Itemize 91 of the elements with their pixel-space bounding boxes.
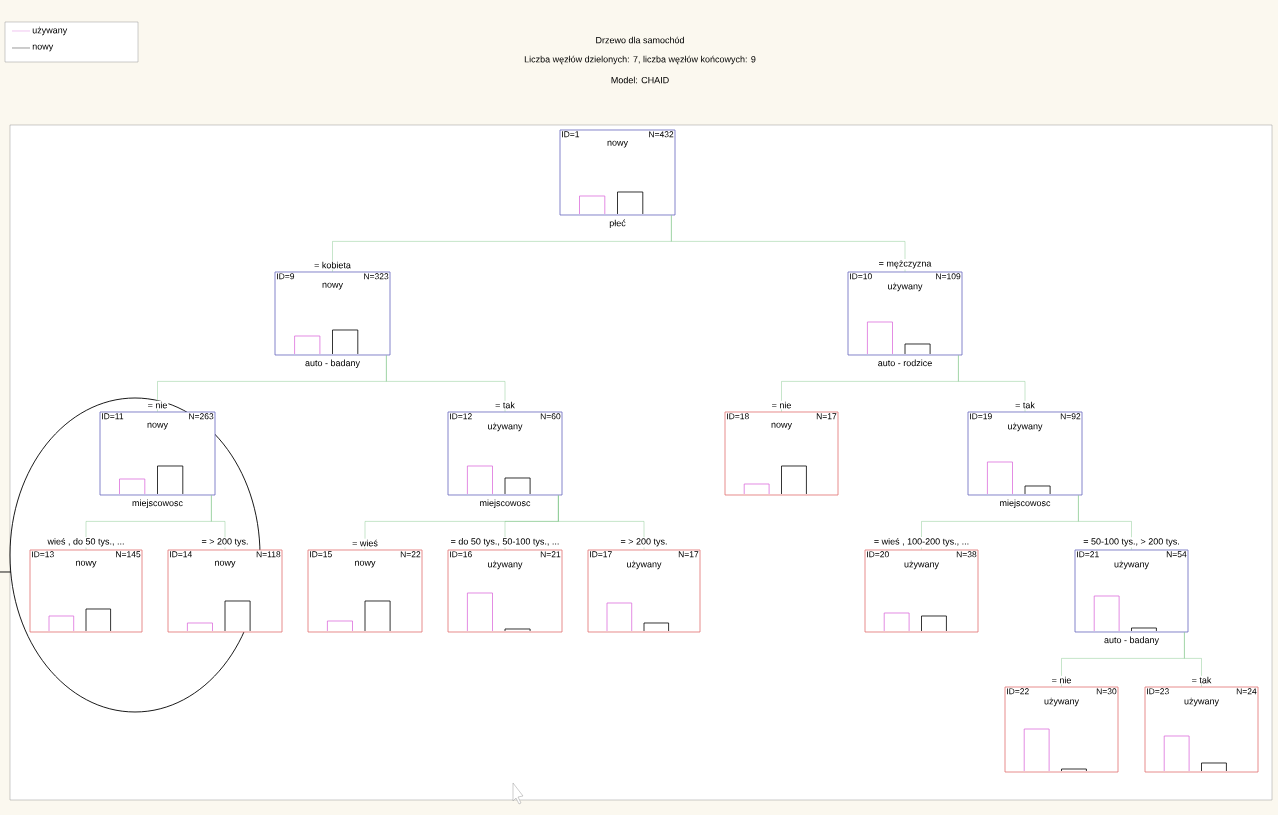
tree-node-box: ID=23 N=24 używany <box>1144 686 1259 773</box>
node-label: nowy <box>147 422 168 430</box>
branch-line <box>1184 632 1202 687</box>
node-label: N=60 <box>540 413 561 420</box>
node-label: ID=21 <box>1077 551 1099 558</box>
node-label: ID=12 <box>450 413 472 420</box>
subtitle: Liczba węzłów dzielonych: 7, liczba węzłów końcowych: 9 <box>524 55 756 65</box>
node-label: używany <box>1114 560 1149 570</box>
split-variable: auto - badany <box>1103 635 1161 646</box>
node-label: nowy <box>355 560 376 568</box>
node-label: nowy <box>771 422 792 430</box>
node-label: używany <box>1008 422 1043 432</box>
tree-node-box: ID=9 N=323 nowy <box>274 271 391 356</box>
tree-node-box: ID=11 N=263 nowy <box>99 411 216 496</box>
edge-label: wieś , do 50 tys., ... <box>46 536 126 548</box>
node-label: ID=9 <box>277 273 295 280</box>
node-label: ID=14 <box>170 551 192 558</box>
subtitle: Model: CHAID <box>611 76 669 84</box>
node-label: nowy <box>76 560 97 568</box>
branch-line <box>671 215 906 272</box>
tree-node-box: ID=18 N=17 nowy <box>724 411 839 496</box>
branch-line <box>1078 495 1132 550</box>
node-label: N=24 <box>1236 688 1257 695</box>
branch-line <box>558 495 645 550</box>
node-label: N=323 <box>364 273 389 280</box>
node-label: ID=17 <box>590 551 612 558</box>
split-variable: miejscowosc <box>998 498 1052 509</box>
node-label: N=17 <box>816 413 837 420</box>
node-label: N=38 <box>956 551 977 558</box>
node-label: N=22 <box>400 551 421 558</box>
edge-label: = tak <box>1190 675 1213 685</box>
tree-node-box: ID=15 N=22 nowy <box>307 549 423 633</box>
legend-label: nowy <box>32 44 54 52</box>
node-label: używany <box>488 560 523 570</box>
node-label: N=17 <box>678 551 699 558</box>
title: Drzewo dla samochód <box>596 36 684 44</box>
node-label: nowy <box>215 560 236 568</box>
edge-label: = nie <box>770 400 793 410</box>
split-variable: miejscowosc <box>478 498 532 509</box>
node-label: N=54 <box>1166 551 1187 558</box>
node-label: używany <box>1044 697 1079 707</box>
node-label: używany <box>488 422 523 432</box>
node-label: N=30 <box>1096 688 1117 695</box>
node-label: N=432 <box>649 131 674 138</box>
node-label: N=145 <box>116 551 141 558</box>
edge-label: = 50-100 tys., > 200 tys. <box>1082 537 1181 548</box>
node-label: używany <box>904 560 939 570</box>
split-variable: auto - badany <box>304 358 361 369</box>
edge-label: = mężczyzna <box>877 259 933 270</box>
node-label: N=109 <box>936 273 961 280</box>
node-label: nowy <box>322 282 343 290</box>
branch-line <box>958 355 1026 412</box>
node-label: ID=13 <box>32 551 54 558</box>
node-label: ID=18 <box>727 413 749 420</box>
edge-label: = nie <box>1050 675 1073 685</box>
node-label: ID=11 <box>102 413 124 420</box>
edge-label: = do 50 tys., 50-100 tys., ... <box>449 537 561 548</box>
tree-node-box: ID=19 N=92 używany <box>967 411 1083 496</box>
node-label: N=21 <box>540 551 561 558</box>
edge-label: = > 200 tys. <box>200 537 250 548</box>
node-label: ID=15 <box>310 551 332 558</box>
node-label: nowy <box>607 140 628 148</box>
node-label: N=263 <box>189 413 214 420</box>
branch-line <box>386 355 506 412</box>
node-label: ID=1 <box>562 131 580 138</box>
node-label: ID=22 <box>1007 688 1029 695</box>
edge-label: = tak <box>1014 400 1036 410</box>
edge-label: = kobieta <box>313 260 352 270</box>
node-label: N=92 <box>1060 413 1081 420</box>
node-label: używany <box>888 282 923 292</box>
tree-node-box: ID=1 N=432 nowy <box>559 129 676 216</box>
node-label: używany <box>1184 697 1219 707</box>
legend-label: używany <box>32 26 68 36</box>
split-variable: auto - rodzice <box>876 358 934 368</box>
branch-line <box>211 495 226 550</box>
edge-label: = tak <box>494 400 516 410</box>
edge-label: = > 200 tys. <box>619 537 669 548</box>
tree-node-box: ID=22 N=30 używany <box>1004 686 1119 773</box>
edge-label: = wieś , 100-200 tys., ... <box>872 536 971 548</box>
node-label: ID=19 <box>970 413 992 420</box>
node-label: ID=10 <box>850 273 872 280</box>
node-label: używany <box>627 560 662 570</box>
node-label: ID=16 <box>450 551 472 558</box>
split-variable: płeć <box>608 218 627 230</box>
node-label: ID=20 <box>867 551 889 558</box>
split-variable: miejscowosc <box>131 498 184 509</box>
node-label: ID=23 <box>1147 688 1169 695</box>
tree-node-box: ID=12 N=60 używany <box>447 411 563 496</box>
node-label: N=118 <box>256 551 281 558</box>
edge-label: = nie <box>146 400 169 410</box>
edge-label: = wieś <box>351 538 379 548</box>
